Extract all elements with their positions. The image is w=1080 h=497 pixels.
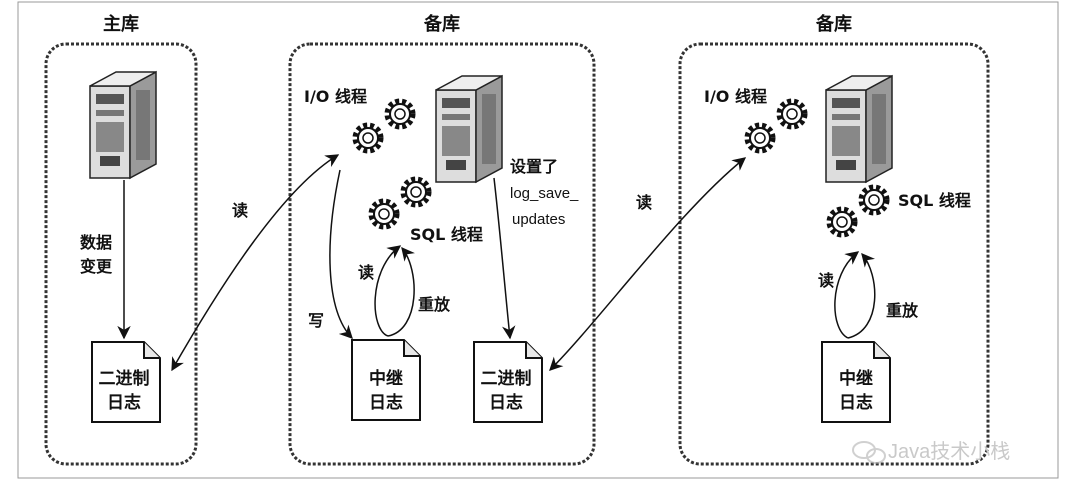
master-server-icon [89, 71, 157, 179]
replica2-title: 备库 [815, 13, 852, 35]
replica1-read-label: 读 [232, 201, 248, 220]
outer-frame [17, 1, 1059, 479]
replica2-read-label: 读 [636, 193, 652, 212]
replica1-write-label: 写 [308, 311, 324, 330]
replica1-relay-log-line1: 中继 [369, 368, 403, 389]
replica1-binlog-write-arrow [493, 177, 516, 340]
replica1-server-icon [435, 75, 503, 183]
replica1-binlog-line2: 日志 [489, 392, 523, 413]
replica1-setting-line2: log_save_ [510, 185, 579, 202]
master-title: 主库 [103, 13, 139, 35]
replica1-io-gear-icon-b [387, 101, 413, 127]
replica2-hidden-path [733, 168, 780, 352]
replica2-relay-log-line1: 中继 [839, 368, 873, 389]
master-data-change-line1: 数据 [80, 233, 112, 252]
replica2-read-arrow [549, 157, 747, 371]
watermark-text: Java技术小栈 [888, 440, 1010, 463]
replica2-io-gear-icon-a [747, 125, 773, 151]
replica2-sql-read-arrow [834, 251, 860, 339]
replica2-replay-arrow [847, 252, 876, 339]
replica1-io-gear-icon-a [355, 125, 381, 151]
wechat-icon [852, 441, 886, 464]
replica2-io-gear-icon-b [779, 101, 805, 127]
replica1-binlog-line1: 二进制 [481, 368, 532, 389]
replica1-io-thread-label: I/O 线程 [304, 87, 367, 106]
replica2-relay-log-line2: 日志 [839, 392, 873, 413]
replica1-setting-line3: updates [512, 211, 565, 228]
replica2-sql-thread-label: SQL 线程 [898, 191, 971, 210]
replica1-sql-read-arrow [374, 245, 402, 337]
replica2-replay-label: 重放 [886, 301, 919, 320]
replica1-title: 备库 [423, 13, 460, 35]
replica1-sql-thread-label: SQL 线程 [410, 225, 483, 244]
replica1-relay-log-line2: 日志 [369, 392, 403, 413]
replica1-setting-line1: 设置了 [510, 157, 558, 176]
replica1-read-arrow [171, 154, 340, 372]
replica2-sql-gear-icon-b [861, 187, 887, 213]
master-binlog-line1: 二进制 [99, 368, 150, 389]
replica1-sql-read-label: 读 [358, 263, 374, 282]
master-binlog-line2: 日志 [107, 392, 141, 413]
replica1-sql-gear-icon-b [403, 179, 429, 205]
replica1-write-arrow [329, 169, 353, 339]
replica2-io-thread-label: I/O 线程 [704, 87, 767, 106]
replica1-sql-gear-icon-a [371, 201, 397, 227]
master-data-change-line2: 变更 [80, 257, 113, 276]
replica1-replay-arrow [387, 246, 415, 337]
replica2-server-icon [825, 75, 893, 183]
replica1-replay-label: 重放 [418, 295, 451, 314]
replica2-sql-read-label: 读 [818, 271, 834, 290]
replica2-sql-gear-icon-a [829, 209, 855, 235]
